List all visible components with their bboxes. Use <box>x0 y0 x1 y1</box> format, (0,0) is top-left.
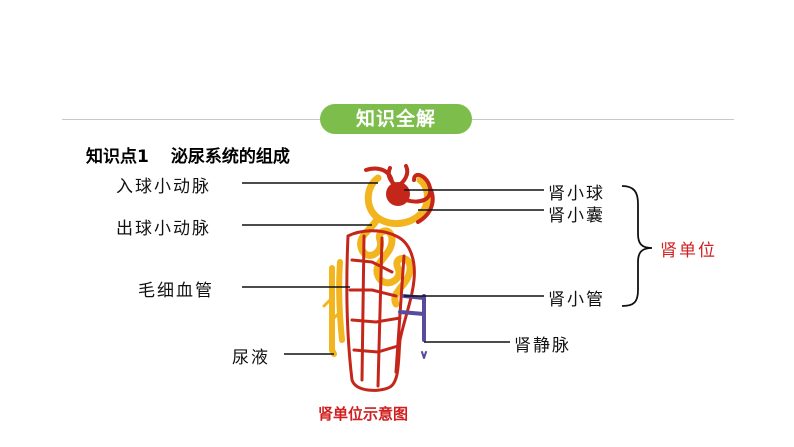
loop-of-henle-shape <box>329 259 345 353</box>
diagram-caption: 肾单位示意图 <box>318 405 409 423</box>
efferent-arteriole-shape <box>404 172 435 224</box>
heading-number: 知识点1 <box>86 147 149 167</box>
knowledge-point-heading: 知识点1 泌尿系统的组成 <box>86 142 290 167</box>
label-efferent-arteriole: 出球小动脉 <box>116 219 211 239</box>
label-renal-vein: 肾静脉 <box>514 336 571 356</box>
nephron-brace <box>621 185 653 307</box>
renal-vein-shape <box>398 294 426 342</box>
label-urine: 尿液 <box>232 348 270 368</box>
label-nephron: 肾单位 <box>660 241 717 261</box>
section-badge: 知识全解 <box>320 104 472 134</box>
label-capillaries: 毛细血管 <box>138 281 214 301</box>
section-divider-right <box>472 119 734 120</box>
kidney-tubule-system <box>322 164 435 392</box>
afferent-arteriole-shape <box>364 166 394 184</box>
label-renal-tubule: 肾小管 <box>548 290 605 310</box>
heading-title: 泌尿系统的组成 <box>170 147 290 167</box>
leader-lines <box>242 182 544 355</box>
section-divider-left <box>62 119 320 120</box>
label-afferent-arteriole: 入球小动脉 <box>116 177 211 197</box>
renal-capsule-shape <box>364 174 431 228</box>
label-renal-capsule: 肾小囊 <box>548 206 605 226</box>
label-glomerulus: 肾小球 <box>548 184 605 204</box>
